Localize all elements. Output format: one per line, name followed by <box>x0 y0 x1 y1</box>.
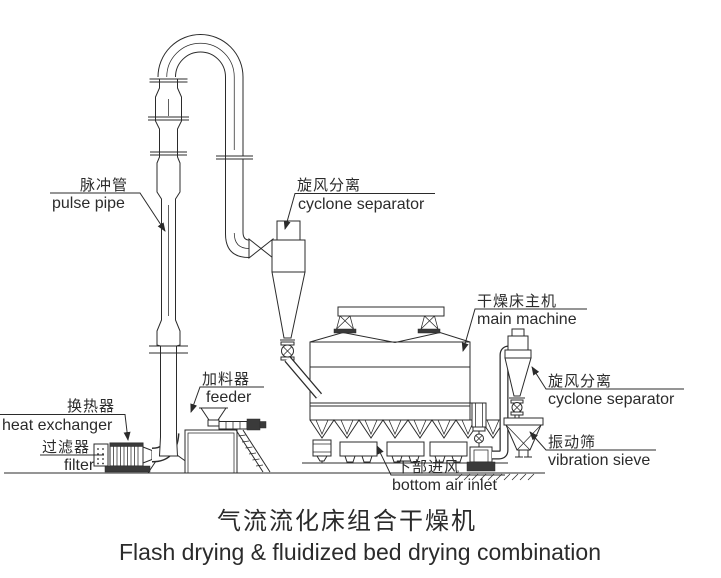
cyclone-top-label-en: cyclone separator <box>298 196 425 213</box>
vibration-sieve-label-zh: 振动筛 <box>548 434 596 451</box>
bottom-air-blowers <box>312 439 468 463</box>
feeder-label-zh: 加料器 <box>202 371 250 388</box>
pulse-pipe-label-zh: 脉冲管 <box>80 177 128 194</box>
bed-outlet-chute <box>466 402 496 472</box>
cyclone-right-label-zh: 旋风分离 <box>548 373 612 390</box>
bottom-air-inlet-label-en: bottom air inlet <box>392 477 497 494</box>
pipe-bend-top <box>157 34 244 78</box>
cyclone-separator-right <box>504 328 532 418</box>
cyclone-right-label-en: cyclone separator <box>548 391 675 408</box>
down-pipe <box>216 77 274 260</box>
cyclone-separator-top <box>271 220 306 361</box>
title-zh: 气流流化床组合干燥机 <box>217 508 477 535</box>
heat-exchanger-label-zh: 换热器 <box>67 398 115 415</box>
pulse-pipe-label-en: pulse pipe <box>52 195 125 212</box>
cyclone-top-label-zh: 旋风分离 <box>297 177 361 194</box>
blower-box <box>339 441 378 457</box>
feeder-motor <box>246 418 261 431</box>
diagram-title: 气流流化床组合干燥机 Flash drying & fluidized bed … <box>119 508 601 565</box>
pulse-pipe <box>148 78 189 457</box>
main-machine-label-en: main machine <box>477 311 577 328</box>
feeder <box>199 407 267 431</box>
title-en: Flash drying & fluidized bed drying comb… <box>119 539 601 565</box>
leader-lines <box>0 192 684 476</box>
feeder-label-en: feeder <box>206 389 252 406</box>
labels: 脉冲管 pulse pipe 旋风分离 cyclone separator 干燥… <box>2 177 675 494</box>
blower-box <box>429 441 468 457</box>
vibration-sieve <box>503 417 544 458</box>
cyclone-discharge-pipe <box>284 356 323 399</box>
bed-bottom-hoppers <box>309 419 506 439</box>
heat-exchanger <box>104 442 153 473</box>
top-beam <box>337 306 445 317</box>
main-machine-label-zh: 干燥床主机 <box>477 293 557 310</box>
bottom-air-inlet-label-zh: 下部进风 <box>396 459 460 476</box>
blower-box <box>386 441 425 457</box>
air-blower <box>469 446 493 463</box>
filter-label-zh: 过滤器 <box>42 439 90 456</box>
heat-exchanger-label-en: heat exchanger <box>2 417 113 434</box>
ladder <box>238 434 264 467</box>
vibration-sieve-label-en: vibration sieve <box>548 452 650 469</box>
feeder-platform <box>184 429 271 474</box>
filter-label-en: filter <box>64 457 95 474</box>
